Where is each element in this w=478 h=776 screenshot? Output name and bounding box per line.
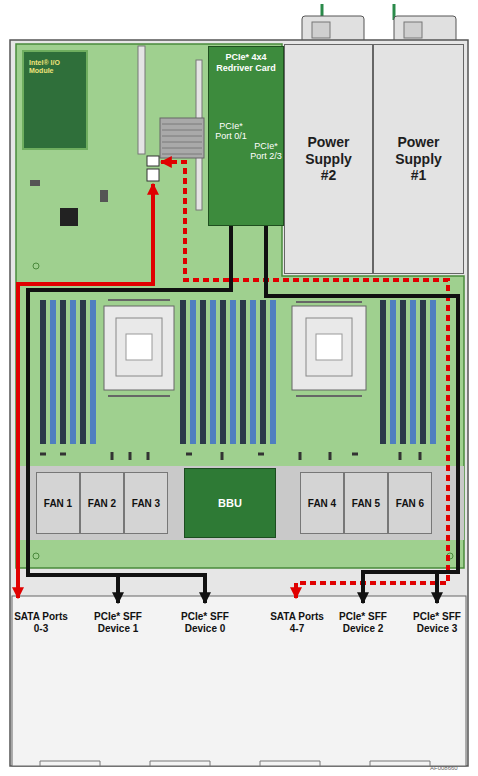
chip (100, 190, 108, 202)
fan-module: FAN 1 (36, 472, 80, 534)
sata-cable (18, 184, 153, 598)
fan-module-label: FAN 3 (125, 498, 167, 509)
drive-slot-label: PCIe* SFF Device 2 (332, 611, 394, 635)
power-supply: Power Supply #1 (373, 44, 464, 274)
pcie-port: PCIe* Port 2/3 (249, 139, 283, 170)
drive-slot-label: PCIe* SFF Device 1 (87, 611, 149, 635)
fan-module-label: FAN 4 (301, 498, 343, 509)
cpu-socket (126, 334, 152, 360)
dimm-bank (178, 300, 276, 444)
memory-and-cpus (38, 300, 436, 460)
figure-id: AF008660 (430, 765, 458, 771)
mount-hole (33, 553, 39, 559)
fan-module: FAN 3 (124, 472, 168, 534)
fan-module: FAN 5 (344, 472, 388, 534)
pcie-port-label: PCIe* Port 0/1 (213, 121, 249, 142)
power-supply: Power Supply #2 (284, 44, 373, 274)
fan-module-label: FAN 6 (389, 498, 431, 509)
heatsink-fins (162, 124, 202, 154)
drive-slot-label: SATA Ports 0-3 (12, 611, 70, 635)
drive-bay (12, 596, 466, 766)
drive-slot: PCIe* SFF Device 3 (406, 603, 468, 639)
fan-module-label: FAN 1 (37, 498, 79, 509)
drive-slot: SATA Ports 0-3 (10, 603, 72, 639)
socket-lever (296, 302, 362, 396)
chip (30, 180, 40, 186)
sata-connector (147, 169, 159, 181)
drive-slot-label: PCIe* SFF Device 3 (408, 611, 466, 635)
chassis (10, 40, 468, 766)
io-module: Intel® I/O Module (22, 50, 88, 150)
fan-bay (16, 466, 464, 540)
cpu-socket (292, 306, 366, 390)
drive-slot: PCIe* SFF Device 1 (85, 603, 151, 639)
redriver-card: PCIe* 4x4 Redriver CardPCIe* Port 0/1PCI… (208, 46, 284, 226)
io-module-label: Intel® I/O Module (29, 59, 81, 76)
drive-cage (12, 596, 466, 766)
socket-lever (108, 300, 170, 396)
psu-handle (312, 22, 330, 38)
fan-module-label: FAN 5 (345, 498, 387, 509)
drive-bay-latches (40, 761, 430, 766)
cpu-socket (306, 318, 352, 376)
fan-module: FAN 6 (388, 472, 432, 534)
dimm-bank (38, 300, 96, 444)
power-supply-label: Power Supply #2 (297, 134, 360, 184)
redriver-card-label: PCIe* 4x4 Redriver Card (211, 52, 281, 74)
power-supply-label: Power Supply #1 (386, 134, 451, 184)
dimm-bank (378, 300, 436, 444)
drive-slot-label: SATA Ports 4-7 (270, 611, 324, 635)
pcie-port-label: PCIe* Port 2/3 (249, 141, 283, 162)
drive-slot: SATA Ports 4-7 (268, 603, 326, 639)
drive-slot-label: PCIe* SFF Device 0 (174, 611, 236, 635)
heatsink (160, 118, 204, 158)
drive-slot: PCIe* SFF Device 0 (172, 603, 238, 639)
motherboard (16, 44, 464, 568)
cpu-socket (316, 334, 342, 360)
fan-module: FAN 2 (80, 472, 124, 534)
pcie-port: PCIe* Port 0/1 (213, 119, 249, 150)
chip (60, 208, 78, 226)
mount-hole (33, 263, 39, 269)
cpu-socket (116, 318, 162, 376)
psu-handle (404, 22, 422, 38)
drive-slot: PCIe* SFF Device 2 (330, 603, 396, 639)
riser-slot (138, 46, 145, 154)
sata-connector (147, 156, 159, 166)
psu-handles (302, 4, 456, 44)
fan-module-label: FAN 2 (81, 498, 123, 509)
small-components (40, 452, 420, 460)
bbu-module: BBU (184, 468, 276, 538)
bbu-module-label: BBU (185, 497, 275, 509)
cpu-socket (104, 306, 174, 390)
fan-module: FAN 4 (300, 472, 344, 534)
